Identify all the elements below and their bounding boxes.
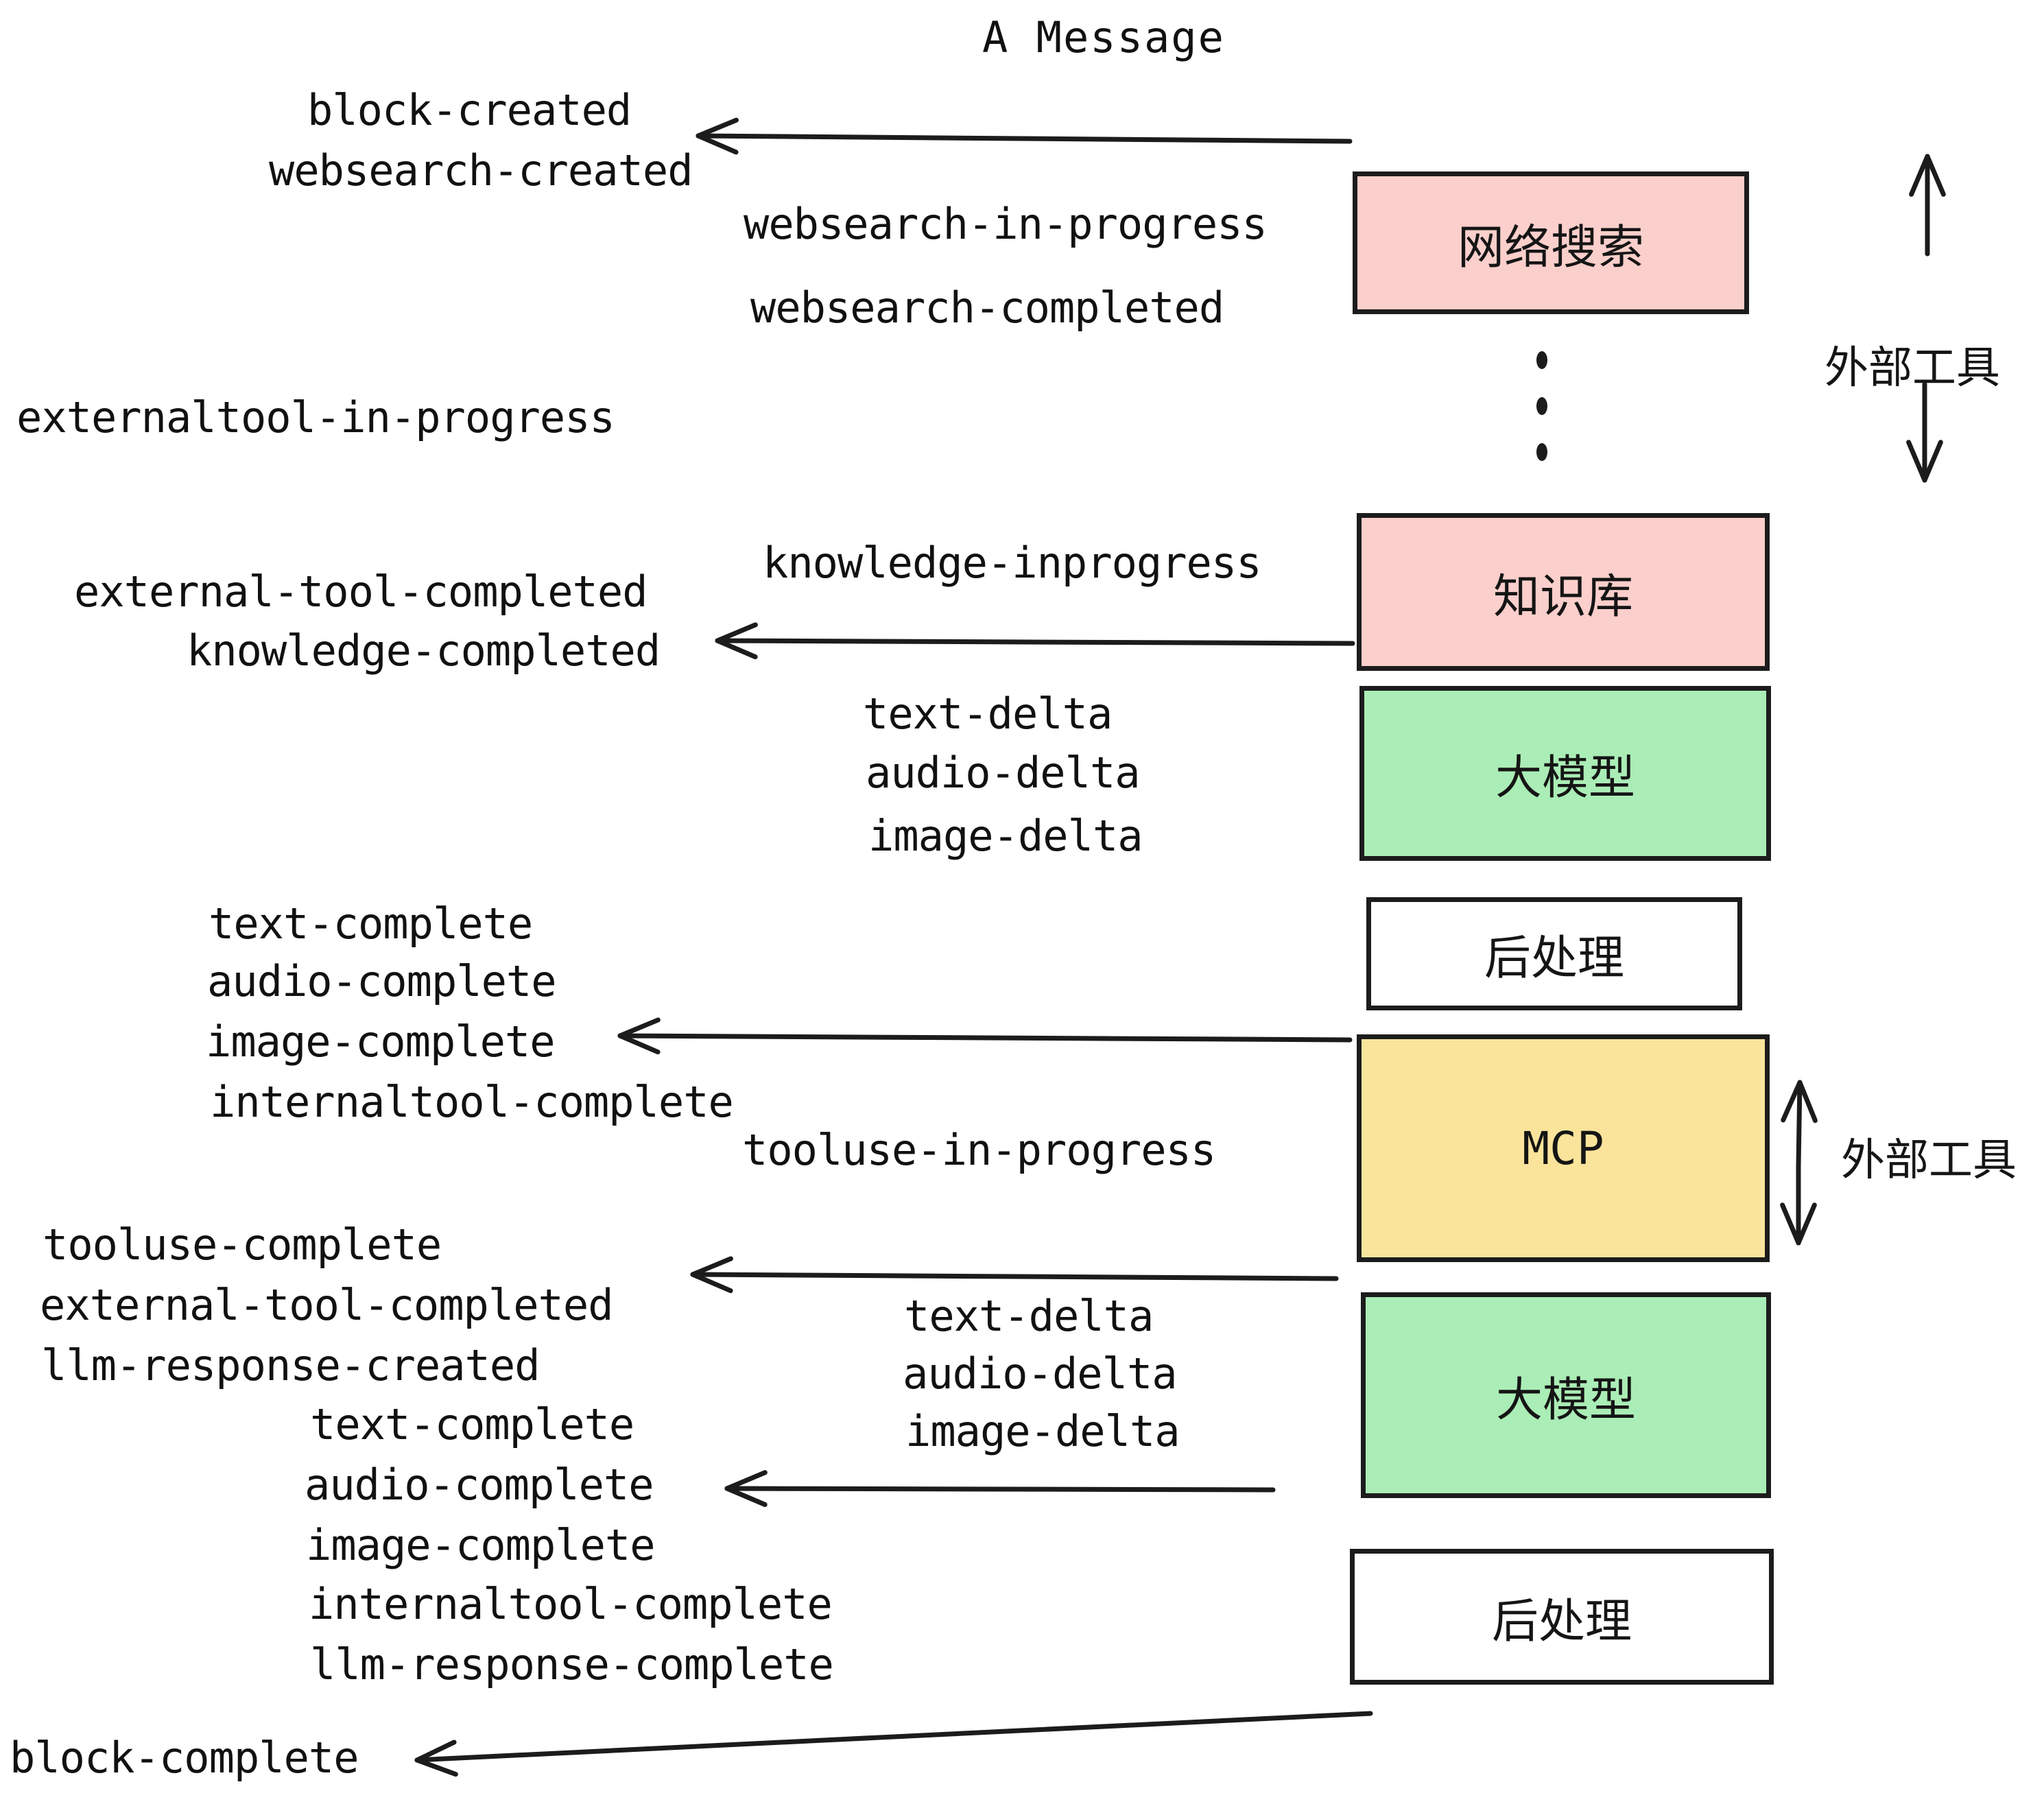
event-label-websearch-completed: websearch-completed bbox=[750, 283, 1224, 333]
event-label-image-complete-1: image-complete bbox=[206, 1017, 556, 1067]
event-label-knowledge-completed: knowledge-completed bbox=[187, 626, 661, 676]
box-websearch: 网络搜索 bbox=[1353, 171, 1749, 314]
box-mcp: MCP bbox=[1357, 1034, 1770, 1262]
event-label-external-tool-completed-1: external-tool-completed bbox=[74, 567, 648, 617]
event-label-external-tool-completed-2: external-tool-completed bbox=[40, 1280, 614, 1330]
event-label-text-complete-1: text-complete bbox=[209, 899, 533, 949]
box-postprocess-1: 后处理 bbox=[1366, 897, 1742, 1010]
ellipsis-dot bbox=[1536, 351, 1547, 369]
box-label-postprocess-1: 后处理 bbox=[1484, 931, 1624, 986]
arrow-ext-top-down bbox=[1906, 381, 1943, 483]
arrow-knowledge-done bbox=[715, 622, 1355, 660]
vertical-ellipsis-icon bbox=[1536, 351, 1547, 461]
event-label-image-complete-2: image-complete bbox=[306, 1520, 656, 1570]
annotation-external-tools-bottom: 外部工具 bbox=[1841, 1135, 2017, 1186]
event-label-llm-response-complete: llm-response-complete bbox=[310, 1639, 834, 1689]
box-llm-2: 大模型 bbox=[1361, 1292, 1771, 1498]
box-label-mcp: MCP bbox=[1522, 1121, 1604, 1175]
arrow-block-created bbox=[696, 117, 1353, 155]
event-label-text-delta-2: text-delta bbox=[904, 1291, 1154, 1341]
arrow-ext-bot-down bbox=[1780, 1163, 1817, 1246]
arrow-image-complete bbox=[617, 1017, 1353, 1055]
event-label-text-complete-2: text-complete bbox=[310, 1399, 634, 1449]
event-label-websearch-in-progress: websearch-in-progress bbox=[744, 199, 1268, 249]
event-label-externaltool-in-progress: externaltool-in-progress bbox=[16, 392, 615, 442]
event-label-block-created: block-created bbox=[307, 85, 632, 135]
box-postprocess-2: 后处理 bbox=[1350, 1549, 1774, 1685]
event-label-audio-delta-1: audio-delta bbox=[866, 748, 1141, 798]
event-label-text-delta-1: text-delta bbox=[863, 689, 1113, 739]
box-knowledge: 知识库 bbox=[1357, 513, 1770, 671]
event-label-llm-response-created: llm-response-created bbox=[41, 1340, 540, 1390]
annotation-external-tools-top: 外部工具 bbox=[1825, 343, 2000, 394]
event-label-internaltool-complete-1: internaltool-complete bbox=[210, 1077, 734, 1127]
box-label-knowledge: 知识库 bbox=[1493, 569, 1633, 624]
event-label-tooluse-in-progress: tooluse-in-progress bbox=[742, 1125, 1216, 1175]
event-label-knowledge-inprogress: knowledge-inprogress bbox=[763, 538, 1262, 588]
arrow-ext-top-up bbox=[1909, 154, 1946, 257]
arrow-ext-bot-up bbox=[1781, 1080, 1818, 1169]
box-llm-1: 大模型 bbox=[1359, 686, 1771, 861]
box-label-llm-2: 大模型 bbox=[1495, 1373, 1636, 1427]
arrow-block-complete bbox=[414, 1711, 1373, 1777]
event-label-websearch-created: websearch-created bbox=[269, 145, 693, 195]
event-label-audio-delta-2: audio-delta bbox=[903, 1349, 1178, 1399]
ellipsis-dot bbox=[1536, 397, 1547, 415]
arrow-audio-complete bbox=[724, 1470, 1276, 1508]
ellipsis-dot bbox=[1536, 443, 1547, 461]
arrow-tooluse-done bbox=[690, 1256, 1339, 1294]
page-title: A Message bbox=[982, 12, 1225, 62]
box-label-llm-1: 大模型 bbox=[1495, 751, 1635, 805]
event-label-tooluse-complete: tooluse-complete bbox=[43, 1220, 442, 1270]
box-label-postprocess-2: 后处理 bbox=[1491, 1594, 1632, 1649]
event-label-audio-complete-1: audio-complete bbox=[207, 956, 557, 1006]
event-label-image-delta-2: image-delta bbox=[905, 1406, 1180, 1456]
event-label-internaltool-complete-2: internaltool-complete bbox=[309, 1579, 833, 1629]
box-label-websearch: 网络搜索 bbox=[1457, 220, 1644, 275]
event-label-audio-complete-2: audio-complete bbox=[305, 1460, 654, 1510]
event-label-image-delta-1: image-delta bbox=[868, 811, 1143, 861]
event-label-block-complete: block-complete bbox=[10, 1733, 359, 1783]
